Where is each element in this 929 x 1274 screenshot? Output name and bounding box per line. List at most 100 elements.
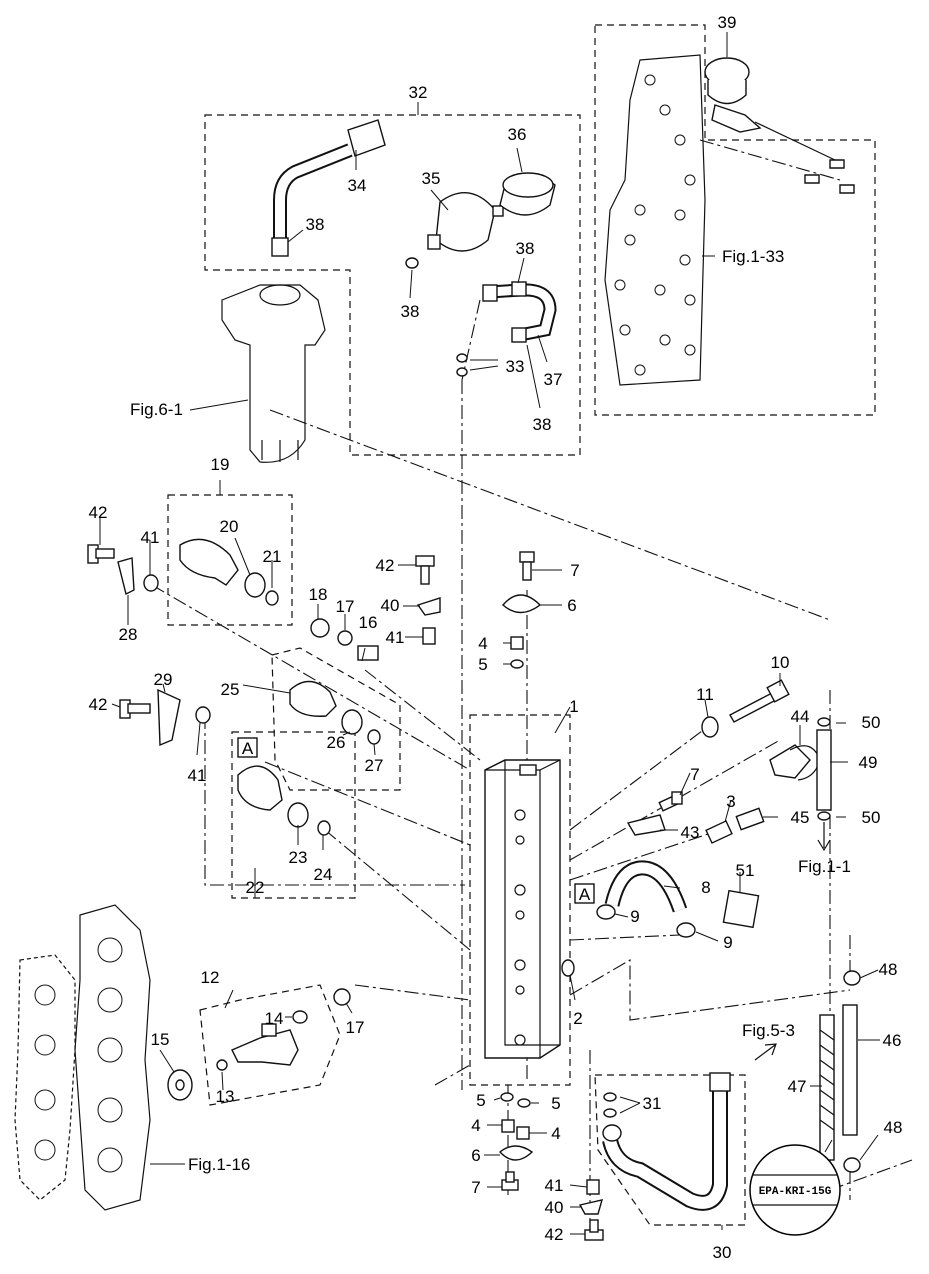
part-1-fuel-rail bbox=[484, 759, 575, 1059]
group-outline-12 bbox=[199, 984, 341, 1106]
label-49: 49 bbox=[859, 753, 878, 772]
label-9: 9 bbox=[723, 933, 732, 952]
label-5: 5 bbox=[478, 655, 487, 674]
centerline bbox=[264, 761, 471, 846]
part-7-bolt bbox=[658, 791, 683, 812]
part-51-label bbox=[722, 889, 760, 929]
label-7: 7 bbox=[570, 561, 579, 580]
centerline bbox=[204, 715, 465, 886]
ref-fig6-1: Fig.6-1 bbox=[130, 400, 183, 419]
label-40: 40 bbox=[545, 1198, 564, 1217]
marker-box-a bbox=[574, 883, 595, 904]
part-40-bracket bbox=[578, 1199, 603, 1215]
part-9-clamp bbox=[596, 904, 616, 920]
ref-fig1-16: Fig.1-16 bbox=[188, 1155, 250, 1174]
label-6: 6 bbox=[471, 1146, 480, 1165]
label-41: 41 bbox=[545, 1176, 564, 1195]
part-33-washers bbox=[456, 353, 468, 377]
part-46-hose bbox=[842, 1004, 858, 1136]
part-42-bolt bbox=[87, 544, 115, 564]
part-47-sleeve-hose bbox=[819, 1014, 835, 1161]
label-42: 42 bbox=[89, 503, 108, 522]
part-22-nipple bbox=[237, 765, 283, 811]
label-46: 46 bbox=[883, 1031, 902, 1050]
part-42-bolt bbox=[415, 555, 435, 585]
part-17-cap bbox=[337, 630, 353, 646]
part-41-collar bbox=[195, 706, 211, 724]
ref-fig1-1: Fig.1-1 bbox=[798, 857, 851, 876]
label-28: 28 bbox=[119, 625, 138, 644]
part-13-oring bbox=[216, 1059, 228, 1071]
arrow-fig1-1 bbox=[817, 822, 831, 852]
label-42: 42 bbox=[89, 695, 108, 714]
centerline bbox=[461, 299, 481, 381]
part-4-nipple bbox=[510, 636, 524, 650]
centerline bbox=[324, 829, 471, 951]
part-40-bracket bbox=[416, 597, 441, 616]
label-31: 31 bbox=[643, 1094, 662, 1113]
label-50: 50 bbox=[862, 808, 881, 827]
part-39-clamp bbox=[704, 57, 855, 194]
label-24: 24 bbox=[314, 865, 333, 884]
label-11: 11 bbox=[696, 685, 714, 704]
label-38: 38 bbox=[401, 302, 420, 321]
label-16: 16 bbox=[359, 613, 378, 632]
label-48: 48 bbox=[879, 960, 898, 979]
label-21: 21 bbox=[263, 547, 282, 566]
centerline bbox=[269, 409, 831, 621]
label-23: 23 bbox=[289, 848, 308, 867]
part-6-plate bbox=[498, 1145, 534, 1161]
part-7-bolt bbox=[519, 551, 535, 581]
group-outline-32 bbox=[204, 114, 581, 456]
label-41: 41 bbox=[141, 528, 160, 547]
label-45: 45 bbox=[791, 808, 810, 827]
label-27: 27 bbox=[365, 756, 384, 775]
part-15-washer bbox=[167, 1069, 193, 1101]
label-47: 47 bbox=[788, 1077, 807, 1096]
centerline bbox=[569, 934, 681, 941]
centerline bbox=[434, 1064, 471, 1086]
label-38: 38 bbox=[533, 415, 552, 434]
label-4: 4 bbox=[478, 634, 487, 653]
part-43-bracket bbox=[626, 814, 666, 836]
label-12: 12 bbox=[201, 968, 220, 987]
marker-a: A bbox=[242, 739, 254, 758]
arrow-fig5-3 bbox=[754, 1043, 777, 1061]
part-37-hose bbox=[482, 281, 557, 343]
part-23-oring bbox=[287, 802, 309, 828]
part-17-cap bbox=[333, 988, 351, 1006]
label-14: 14 bbox=[265, 1009, 284, 1028]
label-33: 33 bbox=[506, 357, 525, 376]
label-13: 13 bbox=[216, 1087, 235, 1106]
marker-box-a bbox=[237, 737, 258, 758]
part-41-collar bbox=[586, 1179, 600, 1195]
label-8: 8 bbox=[701, 878, 710, 897]
plate-fig1-33 bbox=[604, 54, 706, 386]
part-21-oring bbox=[244, 572, 266, 598]
label-44: 44 bbox=[791, 707, 810, 726]
part-41-collar bbox=[422, 627, 436, 645]
label-5: 5 bbox=[551, 1094, 560, 1113]
label-4: 4 bbox=[551, 1124, 560, 1143]
part-4-nipple bbox=[516, 1126, 530, 1140]
centerline bbox=[364, 669, 481, 761]
part-50-clip bbox=[817, 811, 831, 821]
part-50-clip bbox=[817, 717, 831, 727]
part-34-hose bbox=[271, 119, 386, 257]
part-48-clamp bbox=[843, 970, 861, 986]
label-20: 20 bbox=[220, 517, 239, 536]
centerline bbox=[354, 984, 471, 1001]
label-10: 10 bbox=[771, 653, 790, 672]
part-30-fuel-hose bbox=[602, 1072, 731, 1211]
fuel-pump-fig6-1 bbox=[221, 284, 326, 463]
label-9: 9 bbox=[630, 907, 639, 926]
centerline bbox=[569, 724, 711, 831]
label-17: 17 bbox=[336, 597, 355, 616]
label-34: 34 bbox=[348, 176, 367, 195]
label-7: 7 bbox=[471, 1178, 480, 1197]
group-outline-19 bbox=[167, 494, 293, 626]
part-11-washer bbox=[701, 716, 719, 738]
label-38: 38 bbox=[516, 239, 535, 258]
label-40: 40 bbox=[381, 596, 400, 615]
part-28-bracket bbox=[117, 557, 135, 596]
